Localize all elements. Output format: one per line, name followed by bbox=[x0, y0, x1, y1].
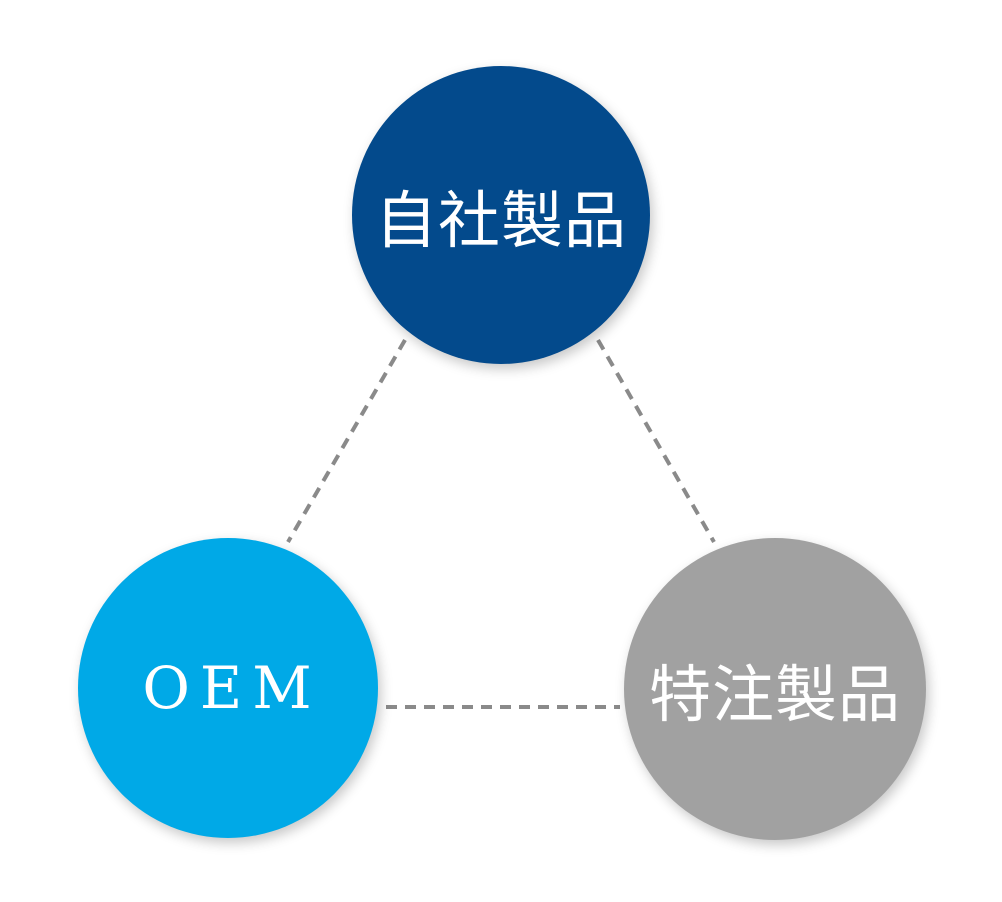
connector-top-left bbox=[286, 338, 407, 544]
node-custom-products: 特注製品 bbox=[624, 538, 926, 840]
connector-top-right bbox=[596, 339, 716, 543]
node-own-products: 自社製品 bbox=[352, 66, 650, 364]
node-own-products-label: 自社製品 bbox=[374, 184, 627, 257]
node-oem-label: OEM bbox=[142, 654, 322, 722]
node-custom-products-label: 特注製品 bbox=[648, 658, 901, 731]
node-oem: OEM bbox=[78, 538, 378, 838]
